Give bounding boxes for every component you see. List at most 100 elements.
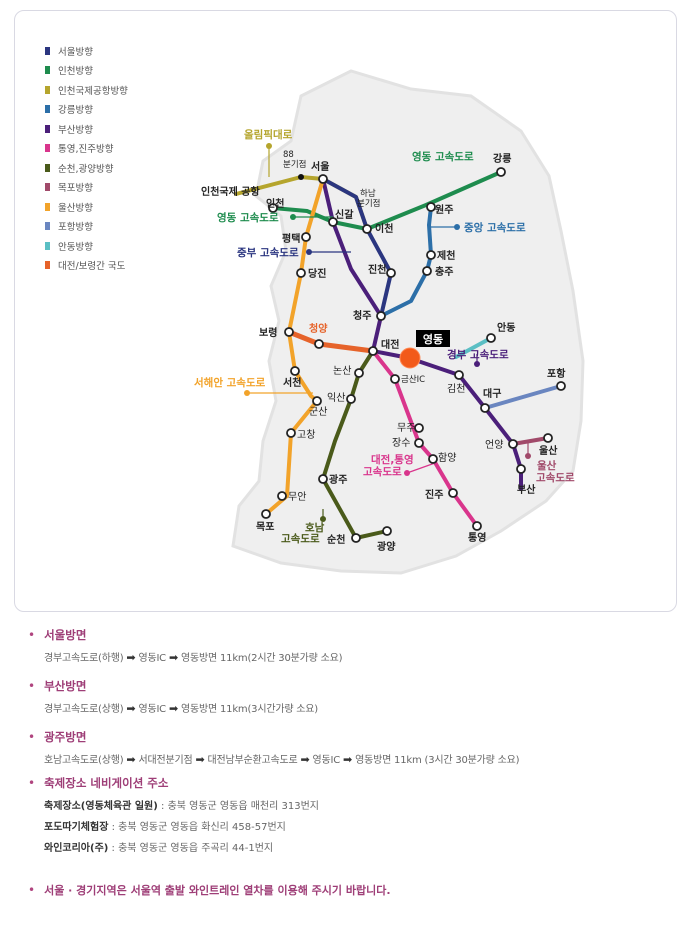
label-nonsan: 논산 (333, 365, 351, 377)
navigation-section: •축제장소 네비게이션 주소 축제장소(영동체육관 일원) : 충북 영동군 영… (28, 772, 678, 860)
korea-land-shape (231, 69, 585, 575)
label-andong: 안동 (497, 321, 515, 334)
label-pyeongtaek: 평택 (282, 232, 300, 245)
node-singal (328, 217, 338, 227)
node-geumsan (390, 374, 400, 384)
navigation-row: 포도따기체험장 : 충북 영동군 영동읍 화신리 458-57번지 (44, 818, 678, 839)
arrow-right-icon: ➡ (168, 651, 179, 664)
direction-title: 서울방면 (44, 628, 87, 642)
route-label-ulsan-1: 울산 (537, 459, 557, 472)
legend-swatch (45, 66, 50, 75)
arrow-right-icon: ➡ (126, 753, 136, 766)
legend-label: 목포방향 (58, 183, 93, 195)
route-label-tongyeong-2: 고속도로 (363, 466, 402, 478)
label-chungju: 충주 (435, 265, 453, 278)
legend-swatch (45, 222, 50, 231)
label-junction-88-name: 분기점 (283, 159, 306, 170)
legend-item: 인천방향 (45, 61, 128, 81)
node-nonsan (354, 368, 364, 378)
route-step: 경부고속도로(상행) (44, 704, 124, 715)
route-label-ulsan-2: 고속도로 (536, 472, 575, 484)
legend-label: 부산방향 (58, 124, 93, 136)
label-leaders (244, 143, 531, 522)
legend-swatch (45, 46, 50, 55)
notice-text: 서울 · 경기지역은 서울역 출발 와인트레인 열차를 이용해 주시기 바랍니다… (44, 884, 391, 897)
node-incheon (268, 203, 278, 213)
label-gwangyang: 광양 (377, 541, 396, 553)
node-daejeon (368, 346, 378, 356)
tongyeong-direction-line (371, 349, 479, 528)
incheon-route-line (271, 206, 335, 224)
route-step: 영동IC (312, 755, 341, 766)
yeongdong-badge-label: 영동 (423, 333, 443, 346)
notice-section: •서울 · 경기지역은 서울역 출발 와인트레인 열차를 이용해 주시기 바랍니… (28, 879, 678, 898)
label-cheongyang: 청양 (309, 322, 328, 335)
label-cheongju: 청주 (353, 309, 371, 322)
direction-route: 호남고속도로(상행)➡서대전분기점➡대전남부순환고속도로➡영동IC➡영동방면 1… (44, 751, 678, 766)
legend-item: 순천,광양방향 (45, 158, 128, 178)
navigation-title: 축제장소 네비게이션 주소 (44, 776, 169, 790)
route-label-seohaean: 서해안 고속도로 (194, 376, 266, 389)
korea-route-map: 영동 (194, 69, 585, 575)
label-hanam-junction: 분기점 (357, 198, 380, 209)
gangneung-direction-line (379, 205, 433, 318)
junction-88-dot (298, 174, 304, 180)
pohang-direction-line (483, 384, 563, 410)
label-muju: 무주 (397, 423, 415, 434)
legend-item: 대전/보령간 국도 (45, 256, 128, 276)
direction-bullet: • (28, 679, 36, 693)
node-chungju (422, 266, 432, 276)
legend-label: 통영,진주방향 (58, 144, 114, 156)
direction-title: 부산방면 (44, 679, 87, 693)
node-seoul (318, 174, 328, 184)
legend-label: 인천방향 (58, 66, 93, 78)
route-step: 영동IC (138, 704, 166, 715)
navigation-address: 충북 영동군 영동읍 주곡리 44-1번지 (118, 843, 274, 854)
legend-item: 울산방향 (45, 197, 128, 217)
route-step: 호남고속도로(상행) (44, 755, 124, 766)
legend-item: 안동방향 (45, 236, 128, 256)
label-suncheon: 순천 (327, 533, 345, 546)
direction-route: 경부고속도로(하행)➡영동IC➡영동방면 11km(2시간 30분가량 소요) (44, 649, 678, 664)
label-gimcheon: 김천 (447, 383, 465, 395)
route-labels: 올림픽대로 영동 고속도로 영동 고속도로 중앙 고속도로 중부 고속도로 경부… (194, 128, 575, 545)
label-daegu: 대구 (483, 387, 501, 400)
label-gochang: 고창 (297, 429, 315, 441)
route-label-gyeongbu: 경부 고속도로 (447, 348, 509, 361)
route-step: 영동방면 11km (3시간 30분가량 소요) (355, 755, 520, 766)
node-iksan (346, 394, 356, 404)
legend-item: 통영,진주방향 (45, 139, 128, 159)
node-hamyang (428, 454, 438, 464)
legend-label: 강릉방향 (58, 105, 93, 117)
arrow-right-icon: ➡ (195, 753, 205, 766)
node-icheon (362, 224, 372, 234)
label-muan: 무안 (288, 491, 306, 503)
node-jecheon (426, 250, 436, 260)
separator: : (108, 843, 119, 854)
route-label-jungang: 중앙 고속도로 (464, 222, 526, 234)
direction-bullet: • (28, 628, 36, 642)
legend-item: 목포방향 (45, 178, 128, 198)
route-label-yeongdong-1: 영동 고속도로 (217, 211, 279, 224)
node-cheongju (376, 311, 386, 321)
legend-label: 포항방향 (58, 222, 93, 234)
direction-title: 광주방면 (44, 730, 87, 744)
label-pohang: 포항 (547, 367, 566, 380)
node-muju (414, 423, 424, 433)
navigation-place: 포도따기체험장 (44, 822, 109, 833)
legend-swatch (45, 144, 50, 153)
yeongdong-route-line (331, 170, 503, 231)
label-icheon: 이천 (375, 222, 393, 235)
node-pohang (556, 381, 566, 391)
label-incheon: 인천 (266, 197, 284, 210)
label-incheon-airport: 인천국제 공항 (201, 185, 260, 198)
arrow-right-icon: ➡ (126, 651, 136, 664)
label-singal: 신갈 (335, 208, 354, 221)
node-suncheon (351, 533, 361, 543)
label-geumsan-ic: 금산IC (401, 374, 425, 385)
yeongdong-marker (399, 347, 421, 369)
legend-label: 서울방향 (58, 46, 93, 58)
route-label-yeongdong-2: 영동 고속도로 (412, 150, 474, 163)
